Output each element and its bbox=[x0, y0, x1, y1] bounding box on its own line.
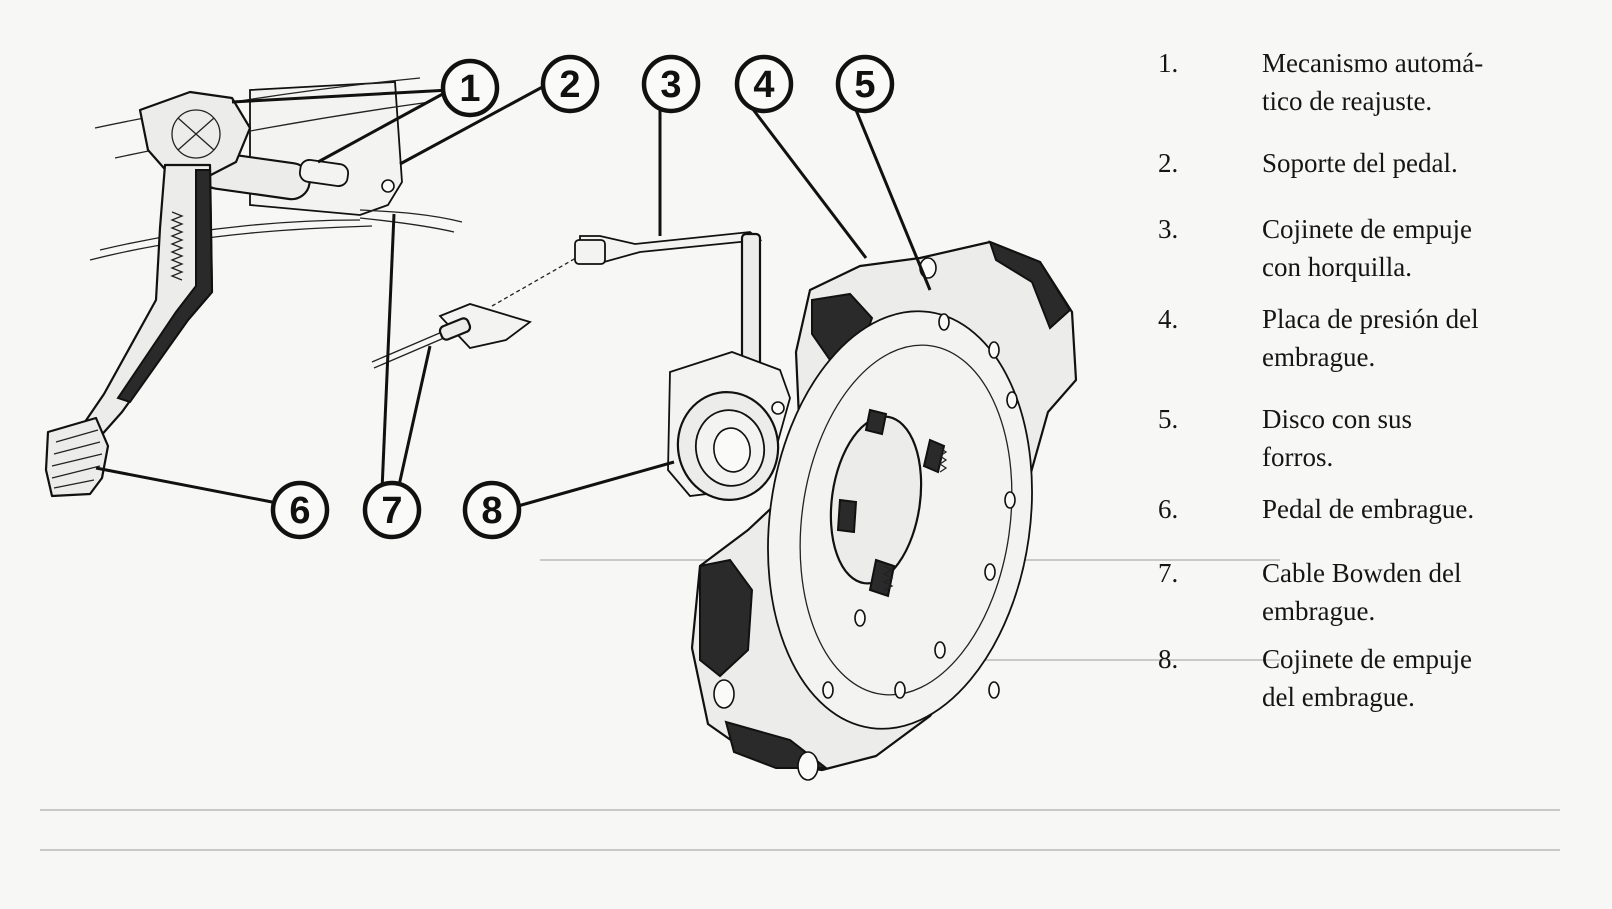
svg-text:2: 2 bbox=[559, 64, 580, 106]
leader-7b bbox=[396, 345, 432, 491]
bowden-cable bbox=[371, 249, 591, 369]
legend-line: con horquilla. bbox=[1262, 252, 1412, 282]
svg-text:1: 1 bbox=[459, 68, 480, 110]
callout-7: 7 bbox=[362, 480, 422, 540]
leader-8 bbox=[517, 460, 675, 508]
pedal-assembly bbox=[44, 77, 463, 498]
callout-2: 2 bbox=[540, 54, 600, 114]
svg-text:5: 5 bbox=[854, 64, 875, 106]
clutch-assembly bbox=[690, 240, 1078, 781]
return-spring-icon bbox=[170, 211, 184, 281]
callout-8: 8 bbox=[462, 480, 522, 540]
leader-lines bbox=[95, 82, 932, 508]
svg-text:7: 7 bbox=[381, 490, 402, 532]
callout-4: 4 bbox=[734, 54, 794, 114]
release-fork bbox=[574, 231, 763, 376]
svg-text:8: 8 bbox=[481, 490, 502, 532]
leader-5 bbox=[854, 109, 932, 291]
legend-line: embrague. bbox=[1262, 596, 1376, 626]
legend-line: Disco con sus bbox=[1262, 404, 1412, 434]
legend-line: Cable Bowden del bbox=[1262, 558, 1462, 588]
legend-line: tico de reajuste. bbox=[1262, 86, 1433, 116]
svg-text:4: 4 bbox=[753, 64, 774, 106]
pedal-pad-icon bbox=[44, 416, 110, 498]
legend-line: Mecanismo automá- bbox=[1262, 48, 1484, 78]
leader-1b bbox=[317, 88, 451, 164]
legend-line: Cojinete de empuje bbox=[1262, 644, 1472, 674]
callout-5: 5 bbox=[835, 54, 895, 114]
callout-1: 1 bbox=[440, 58, 500, 118]
leader-4 bbox=[750, 107, 868, 259]
legend-line: Pedal de embrague. bbox=[1262, 494, 1475, 524]
svg-text:3: 3 bbox=[660, 64, 681, 106]
leader-7a bbox=[380, 213, 396, 491]
leader-1 bbox=[231, 88, 451, 104]
release-bearing bbox=[667, 351, 791, 501]
leader-6 bbox=[95, 466, 273, 504]
svg-text:6: 6 bbox=[289, 490, 310, 532]
leader-2 bbox=[399, 82, 549, 166]
legend-line: Soporte del pedal. bbox=[1262, 148, 1458, 178]
legend-line: Placa de presión del bbox=[1262, 304, 1479, 334]
legend-line: embrague. bbox=[1262, 342, 1376, 372]
legend-line: del embrague. bbox=[1262, 682, 1415, 712]
callout-3: 3 bbox=[641, 54, 701, 114]
legend-line: forros. bbox=[1262, 442, 1334, 472]
callout-6: 6 bbox=[270, 480, 330, 540]
legend-line: Cojinete de empuje bbox=[1262, 214, 1472, 244]
